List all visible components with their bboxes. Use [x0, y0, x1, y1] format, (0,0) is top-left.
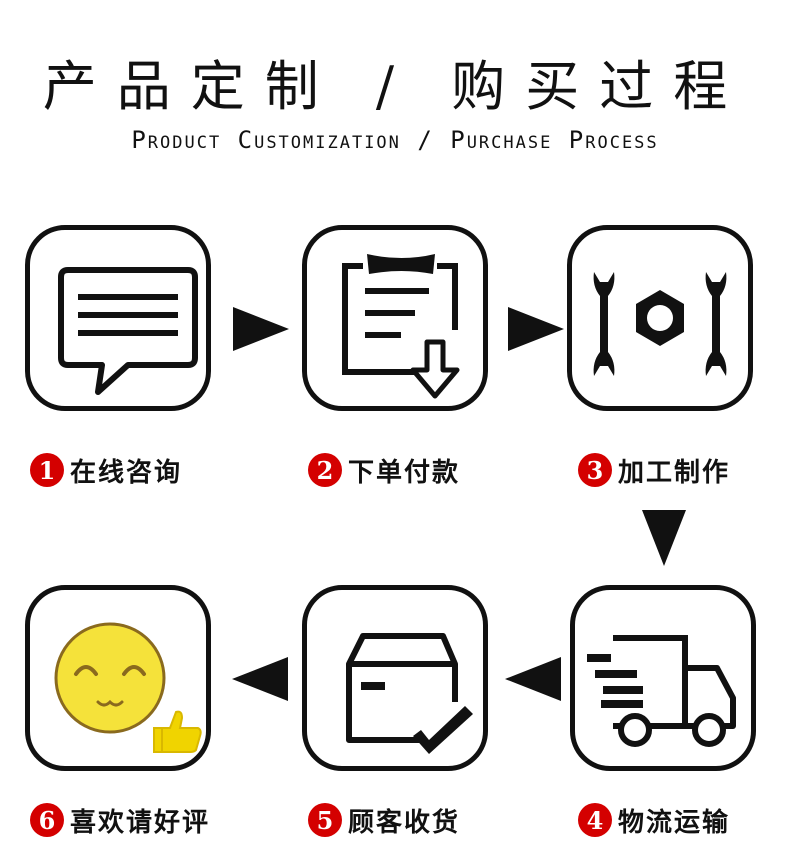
- arrow-right-2: [508, 307, 564, 351]
- step-badge: 5: [308, 803, 342, 837]
- arrow-left-2: [232, 657, 288, 701]
- step-label: 加工制作: [618, 457, 731, 488]
- step-2-label: 2 下单付款: [308, 450, 460, 490]
- chat-bubble-icon: [58, 267, 198, 395]
- step-2-card: [302, 225, 488, 411]
- step-5-label: 5 顾客收货: [308, 800, 460, 840]
- step-6-card: [25, 585, 211, 771]
- step-badge: 1: [30, 453, 64, 487]
- step-badge: 3: [578, 453, 612, 487]
- step-label: 顾客收货: [348, 807, 461, 838]
- step-5-card: [302, 585, 488, 771]
- arrow-left-1: [505, 657, 561, 701]
- step-badge: 6: [30, 803, 64, 837]
- step-3-card: [567, 225, 753, 411]
- step-badge: 2: [308, 453, 342, 487]
- box-check-icon: [346, 633, 473, 754]
- step-4-card: [570, 585, 756, 771]
- step-label: 下单付款: [348, 457, 461, 488]
- delivery-truck-icon: [587, 635, 736, 747]
- order-download-icon: [342, 254, 460, 399]
- wrench-nut-icon: [593, 272, 727, 376]
- page-title-en: Product Customization / Purchase Process: [131, 126, 659, 154]
- step-4-label: 4 物流运输: [578, 800, 730, 840]
- step-1-label: 1 在线咨询: [30, 450, 182, 490]
- step-label: 物流运输: [618, 807, 731, 838]
- arrow-down: [642, 510, 686, 566]
- step-6-label: 6 喜欢请好评: [30, 800, 210, 840]
- step-3-label: 3 加工制作: [578, 450, 730, 490]
- smiley-thumbs-up-icon: [54, 622, 202, 753]
- step-1-card: [25, 225, 211, 411]
- step-label: 在线咨询: [70, 457, 183, 488]
- page-title-cn: 产品定制 / 购买过程: [42, 55, 748, 118]
- step-label: 喜欢请好评: [70, 807, 211, 838]
- step-badge: 4: [578, 803, 612, 837]
- arrow-right-1: [233, 307, 289, 351]
